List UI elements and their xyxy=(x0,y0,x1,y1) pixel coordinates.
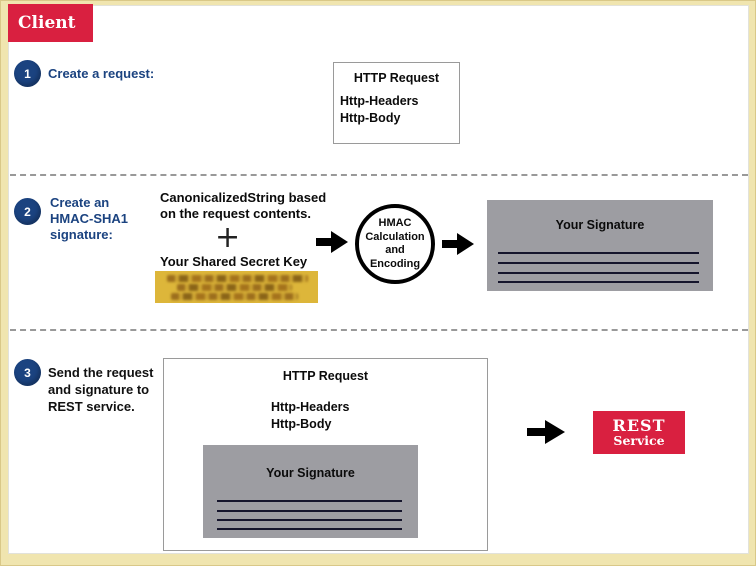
canonicalized-line1: CanonicalizedString based xyxy=(160,190,327,205)
signature-line xyxy=(498,281,699,283)
your-signature-box-step2: Your Signature xyxy=(487,200,713,291)
http-body-line: Http-Body xyxy=(271,417,332,431)
hmac-line4: Encoding xyxy=(369,257,421,270)
step-2-badge: 2 xyxy=(14,198,41,225)
arrow-right-icon xyxy=(527,418,565,446)
step-3-label-line1: Send the request xyxy=(48,365,154,380)
signature-line xyxy=(217,528,402,530)
rest-label: REST xyxy=(612,416,666,435)
section-divider-2 xyxy=(10,329,748,331)
http-headers-line: Http-Headers xyxy=(340,94,419,108)
step-3-label: Send the request and signature to REST s… xyxy=(48,364,153,415)
hmac-line1: HMAC xyxy=(378,217,412,229)
http-body-line: Http-Body xyxy=(340,111,401,125)
step-1-label: Create a request: xyxy=(48,66,155,81)
hmac-line3: and xyxy=(385,244,405,256)
step-2-label-line3: signature: xyxy=(50,227,113,242)
step-3-label-line3: REST service. xyxy=(48,399,135,414)
step-2-label-line1: Create an xyxy=(50,195,110,210)
shared-secret-key-label: Your Shared Secret Key xyxy=(160,254,308,269)
http-request-title: HTTP Request xyxy=(353,71,440,85)
http-request-box-step1: HTTP Request Http-Headers Http-Body xyxy=(333,62,460,144)
step-3-label-line2: and signature to xyxy=(48,382,150,397)
step-2-label: Create an HMAC-SHA1 signature: xyxy=(50,195,128,243)
step-3-badge: 3 xyxy=(14,359,41,386)
signature-line xyxy=(217,510,402,512)
step-2-label-line2: HMAC-SHA1 xyxy=(50,211,128,226)
step-1-badge: 1 xyxy=(14,60,41,87)
http-request-title: HTTP Request xyxy=(282,369,369,383)
redacted-secret-text-row xyxy=(171,293,298,300)
your-signature-title: Your Signature xyxy=(266,466,355,480)
signature-line xyxy=(498,262,699,264)
secret-key-highlight-box xyxy=(155,271,318,303)
signature-line xyxy=(217,519,402,521)
service-label: Service xyxy=(613,433,665,448)
arrow-right-icon xyxy=(316,229,348,255)
signature-line xyxy=(217,500,402,502)
section-divider-1 xyxy=(10,174,748,176)
hmac-line2: Calculation xyxy=(365,230,425,243)
redacted-secret-text-row xyxy=(167,275,308,282)
your-signature-title: Your Signature xyxy=(555,218,645,232)
http-headers-line: Http-Headers xyxy=(271,400,350,414)
canonicalized-line2: on the request contents. xyxy=(160,205,311,221)
client-header-box: Client xyxy=(8,4,93,42)
arrow-right-icon xyxy=(442,231,474,257)
canonicalized-string-text: CanonicalizedString based on the request… xyxy=(160,190,326,221)
your-signature-box-step3: Your Signature xyxy=(203,445,418,538)
hmac-calculation-circle: HMAC Calculation and Encoding xyxy=(355,204,435,284)
signature-line xyxy=(498,252,699,254)
rest-service-box: REST Service xyxy=(593,411,685,454)
redacted-secret-text-row xyxy=(177,284,292,291)
plus-icon: + xyxy=(215,220,241,255)
signature-line xyxy=(498,272,699,274)
